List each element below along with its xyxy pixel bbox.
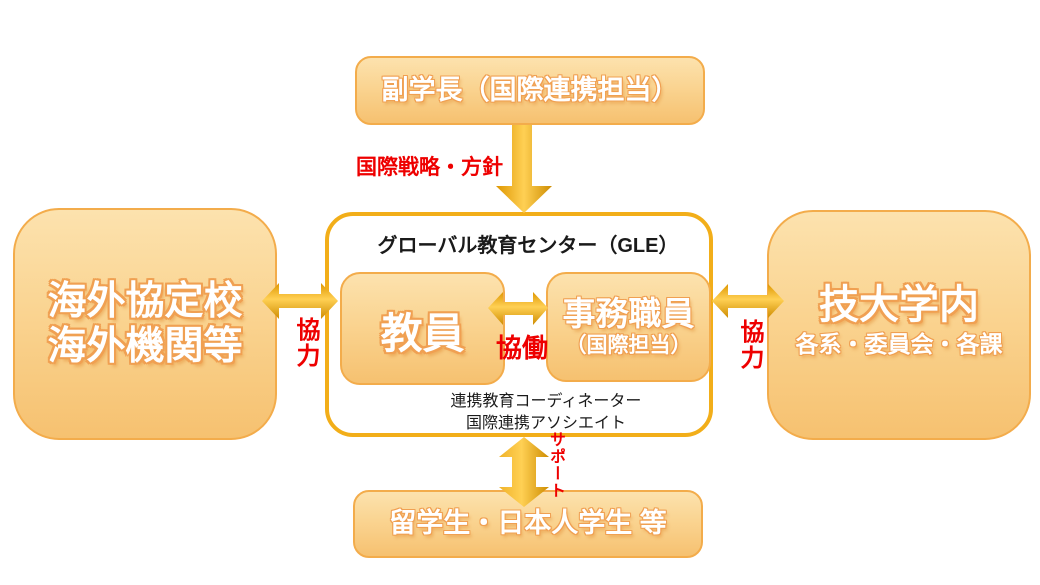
overseas-partners-line2: 海外機関等 — [47, 325, 243, 368]
strategy-down-arrow — [496, 125, 552, 213]
vice-president-box: 副学長（国際連携担当） — [355, 56, 705, 125]
coordinator-lines: 連携教育コーディネーター 国際連携アソシエイト — [386, 391, 706, 435]
coordinator-line-1: 連携教育コーディネーター — [450, 393, 642, 410]
overseas-partners-box: 海外協定校 海外機関等 — [13, 208, 277, 440]
overseas-partners-line1: 海外協定校 — [47, 279, 243, 323]
university-internal-line1: 技大学内 — [819, 283, 979, 328]
strategy-label: 国際戦略・方針 — [356, 156, 503, 179]
university-internal-line2: 各系・委員会・各課 — [795, 330, 1003, 357]
admin-staff-box: 事務職員 （国際担当） — [546, 272, 711, 382]
gle-center-title: グローバル教育センター（GLE） — [377, 235, 679, 257]
cooperation-right-label: 協力 — [736, 319, 763, 371]
faculty-label: 教員 — [380, 310, 465, 358]
coordinator-line-2: 国際連携アソシエイト — [465, 415, 626, 432]
collaboration-label: 協働 — [496, 333, 549, 363]
support-arrow — [499, 437, 549, 507]
vice-president-label: 副学長（国際連携担当） — [381, 74, 679, 105]
collaboration-arrow — [488, 292, 548, 325]
admin-staff-sublabel: （国際担当） — [565, 334, 692, 358]
students-label: 留学生・日本人学生 等 — [389, 508, 667, 539]
cooperation-left-label: 協力 — [292, 317, 319, 369]
support-label: サポート — [547, 431, 564, 499]
faculty-box: 教員 — [340, 272, 505, 385]
admin-staff-label: 事務職員 — [562, 295, 695, 333]
university-internal-box: 技大学内 各系・委員会・各課 — [767, 210, 1031, 440]
cooperation-right-arrow — [712, 284, 784, 318]
cooperation-left-arrow — [262, 283, 338, 319]
